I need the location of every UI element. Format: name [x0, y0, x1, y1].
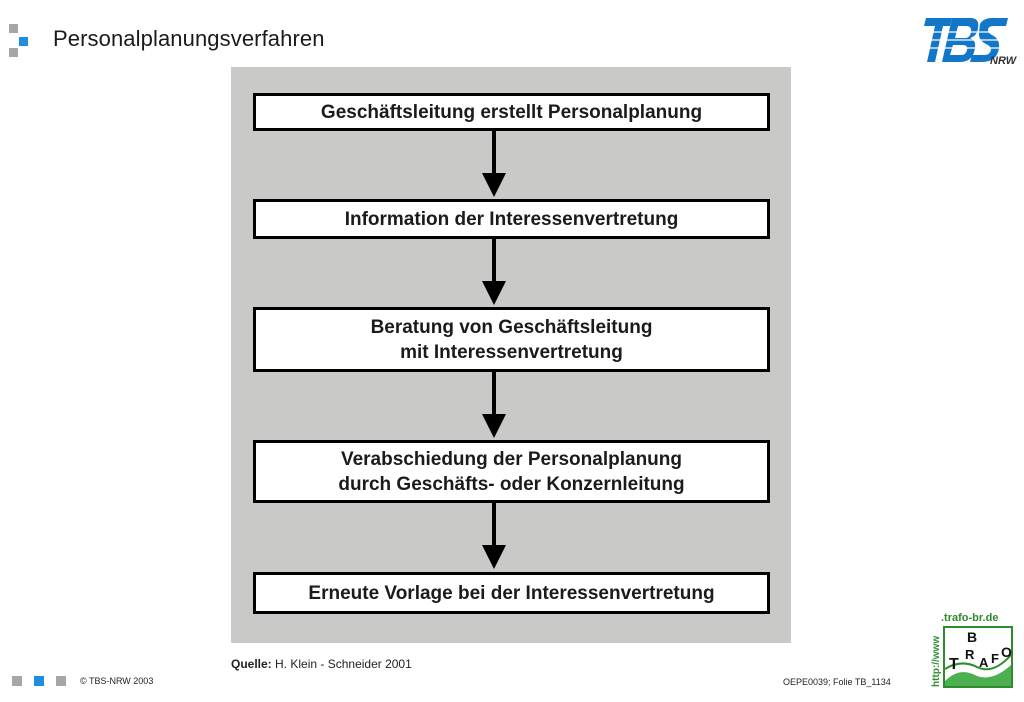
flow-step-2: Information der Interessenvertretung: [253, 199, 770, 239]
trafo-url-vertical: http://www: [931, 636, 942, 687]
flow-step-1: Geschäftsleitung erstellt Personalplanun…: [253, 93, 770, 131]
flow-arrow-4: [482, 503, 506, 569]
trafo-letter-t: T: [949, 656, 959, 673]
tbs-nrw-logo: NRW: [920, 17, 1018, 67]
trafo-letter-b: B: [967, 629, 977, 645]
slide-id-text: OEPE0039; Folie TB_1134: [783, 677, 891, 687]
flow-step-3: Beratung von Geschäftsleitung mit Intere…: [253, 307, 770, 372]
flow-arrow-1: [482, 131, 506, 197]
flow-arrow-2: [482, 239, 506, 305]
trafo-letter-f: F: [991, 651, 999, 666]
source-label: Quelle:: [231, 657, 272, 671]
logo-sub-text: NRW: [990, 55, 1018, 67]
flow-arrow-3: [482, 372, 506, 438]
copyright-text: © TBS-NRW 2003: [80, 676, 154, 686]
trafo-letter-o: O: [1001, 644, 1012, 660]
trafo-letter-r: R: [965, 647, 975, 662]
diagram-panel: Geschäftsleitung erstellt Personalplanun…: [231, 67, 791, 643]
title-bullet-icon: [9, 24, 39, 60]
flow-step-5: Erneute Vorlage bei der Interessenvertre…: [253, 572, 770, 614]
flow-step-4: Verabschiedung der Personalplanung durch…: [253, 440, 770, 503]
source-citation: Quelle: H. Klein - Schneider 2001: [231, 657, 412, 671]
footer-squares-icon: [12, 676, 72, 686]
page-title: Personalplanungsverfahren: [53, 26, 325, 51]
source-text: H. Klein - Schneider 2001: [275, 657, 412, 671]
trafo-url-domain: .trafo-br.de: [941, 612, 998, 624]
trafo-br-logo: http://www .trafo-br.de B T R A F O: [931, 612, 1013, 688]
trafo-letter-a: A: [979, 655, 989, 670]
